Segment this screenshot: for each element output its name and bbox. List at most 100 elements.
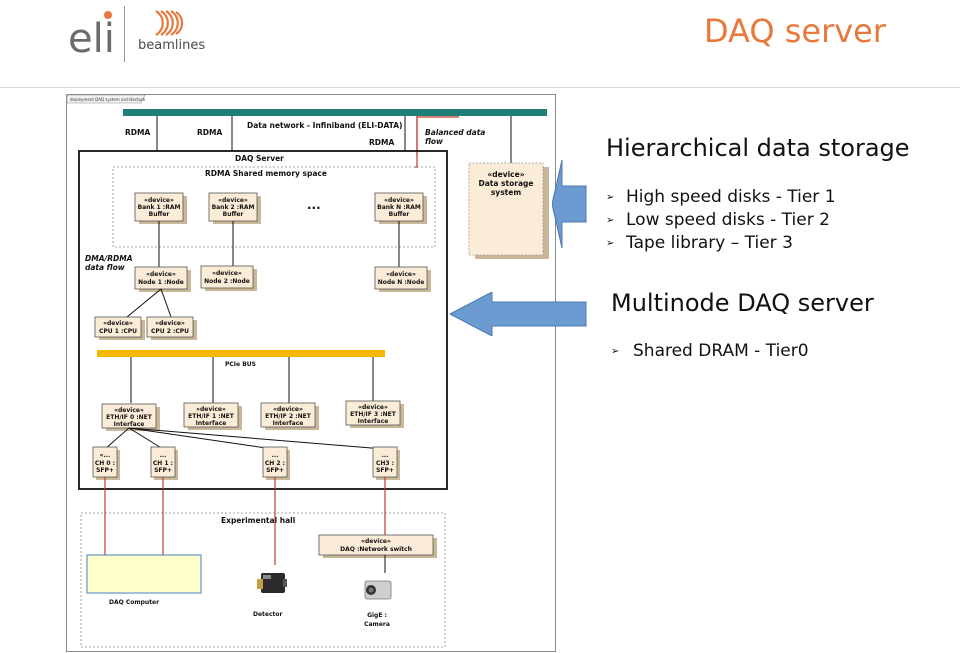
svg-text:«device»: «device» xyxy=(103,320,133,327)
list-item: ➢Tape library – Tier 3 xyxy=(606,233,793,253)
camera-label-1: GigE : xyxy=(367,612,387,619)
eli-logo-text: eli xyxy=(68,16,114,60)
svg-text:SFP+: SFP+ xyxy=(154,467,172,474)
frame-caption-tab xyxy=(67,95,146,104)
dma-flow-label-1: DMA/RDMA xyxy=(85,254,133,263)
arrow-left-icon xyxy=(552,160,587,248)
svg-text:SFP+: SFP+ xyxy=(266,467,284,474)
balanced-flow-label-1: Balanced data xyxy=(425,128,485,137)
shared-memory-label: RDMA Shared memory space xyxy=(205,169,327,178)
data-network-bar xyxy=(123,109,547,116)
shared-memory-area xyxy=(112,166,436,248)
svg-text:Bank 2 :RAM: Bank 2 :RAM xyxy=(212,204,255,211)
list-item: ➢High speed disks - Tier 1 xyxy=(606,187,836,207)
svg-text:...: ... xyxy=(382,452,389,459)
svg-text:ETH/IF 3 :NET: ETH/IF 3 :NET xyxy=(350,411,397,418)
svg-text:«device»: «device» xyxy=(361,538,391,545)
section-heading-storage: Hierarchical data storage xyxy=(606,134,910,162)
experimental-hall-label: Experimental hall xyxy=(221,516,295,525)
svg-text:«device»: «device» xyxy=(144,197,174,204)
bullet-arrow-icon: ➢ xyxy=(606,215,615,226)
architecture-diagram-svg: deployment DAQ system architecture Data … xyxy=(67,95,549,648)
pcie-bus-bar xyxy=(97,350,385,357)
eli-logo-dot xyxy=(104,11,112,19)
bullet-arrow-icon: ➢ xyxy=(606,238,615,249)
experimental-hall-area xyxy=(80,512,446,648)
beamlines-logo-text: beamlines xyxy=(138,38,206,53)
svg-text:«device»: «device» xyxy=(273,406,303,413)
svg-text:ETH/IF 2 :NET: ETH/IF 2 :NET xyxy=(265,413,312,420)
svg-text:Interface: Interface xyxy=(273,420,304,427)
data-network-label: Data network - Infiniband (ELI-DATA) xyxy=(247,121,402,130)
svg-text:CH3 :: CH3 : xyxy=(376,460,394,467)
camera-label-2: Camera xyxy=(364,621,390,628)
interface-1: «device» ETH/IF 1 :NET Interface xyxy=(183,402,242,430)
ellipsis: ... xyxy=(307,198,321,212)
dma-flow-label-2: data flow xyxy=(85,263,125,272)
cpu-2: «device» CPU 2 :CPU xyxy=(146,316,197,340)
svg-text:SFP+: SFP+ xyxy=(96,467,114,474)
ram-buffer-2: «device» Bank 2 :RAM Buffer xyxy=(208,192,261,224)
camera-icon xyxy=(364,580,392,600)
detector-label: Detector xyxy=(253,611,283,618)
svg-text:ETH/IF 1 :NET: ETH/IF 1 :NET xyxy=(188,413,235,420)
svg-text:SFP+: SFP+ xyxy=(376,467,394,474)
logo-divider xyxy=(124,6,125,62)
list-item: ➢Shared DRAM - Tier0 xyxy=(611,341,809,361)
frame-caption: deployment DAQ system architecture xyxy=(70,97,146,102)
svg-text:Buffer: Buffer xyxy=(389,211,410,218)
svg-text:Data storage: Data storage xyxy=(479,179,534,188)
architecture-diagram: deployment DAQ system architecture Data … xyxy=(66,94,556,652)
svg-text:«device»: «device» xyxy=(386,271,416,278)
svg-text:Interface: Interface xyxy=(196,420,227,427)
interface-3: «device» ETH/IF 3 :NET Interface xyxy=(345,400,404,428)
storage-tier-list: ➢High speed disks - Tier 1 ➢Low speed di… xyxy=(606,186,836,255)
eli-logo: eli xyxy=(68,11,114,60)
node-1: «device» Node 1 :Node xyxy=(134,266,191,292)
svg-text:...: ... xyxy=(160,452,167,459)
svg-text:«device»: «device» xyxy=(487,170,524,179)
rdma-label-1: RDMA xyxy=(125,128,150,137)
svg-text:«device»: «device» xyxy=(358,404,388,411)
beamlines-logo-icon xyxy=(155,10,184,36)
svg-text:«device»: «device» xyxy=(384,197,414,204)
svg-text:«device»: «device» xyxy=(196,406,226,413)
daq-computer-label: DAQ Computer xyxy=(109,599,159,606)
bullet-arrow-icon: ➢ xyxy=(611,346,620,357)
svg-text:Bank N :RAM: Bank N :RAM xyxy=(377,204,421,211)
arrow-left-icon xyxy=(450,292,587,336)
balanced-flow-label-2: flow xyxy=(425,137,443,146)
svg-text:CPU 1 :CPU: CPU 1 :CPU xyxy=(99,328,137,335)
svg-text:Node 1 :Node: Node 1 :Node xyxy=(138,279,184,286)
node-n: «device» Node N :Node xyxy=(374,266,431,292)
svg-text:«device»: «device» xyxy=(218,197,248,204)
network-switch-node: «device» DAQ :Network switch xyxy=(318,534,437,558)
rdma-label-3: RDMA xyxy=(369,138,394,147)
svg-text:«device»: «device» xyxy=(146,271,176,278)
page-title: DAQ server xyxy=(703,12,886,50)
daq-server-label: DAQ Server xyxy=(235,154,284,163)
svg-text:Node 2 :Node: Node 2 :Node xyxy=(204,278,250,285)
svg-text:Interface: Interface xyxy=(114,421,145,428)
ram-buffer-n: «device» Bank N :RAM Buffer xyxy=(374,192,427,224)
svg-text:«...: «... xyxy=(100,452,111,459)
daq-computer-box xyxy=(86,554,202,594)
svg-text:DAQ :Network switch: DAQ :Network switch xyxy=(340,546,412,553)
svg-text:CH 1 :: CH 1 : xyxy=(153,460,173,467)
data-storage-node: «device» Data storage system xyxy=(468,162,549,259)
svg-text:CH 2 :: CH 2 : xyxy=(265,460,285,467)
svg-text:system: system xyxy=(491,188,521,197)
svg-text:Buffer: Buffer xyxy=(223,211,244,218)
interface-0: «device» ETH/IF 0 :NET Interface xyxy=(101,403,160,431)
channel-3: ... CH3 : SFP+ xyxy=(372,446,400,480)
svg-text:«device»: «device» xyxy=(212,270,242,277)
channel-0: «... CH 0 : SFP+ xyxy=(92,446,120,480)
svg-text:«device»: «device» xyxy=(114,407,144,414)
list-item: ➢Low speed disks - Tier 2 xyxy=(606,210,830,230)
svg-text:...: ... xyxy=(272,452,279,459)
section-heading-server: Multinode DAQ server xyxy=(611,289,874,317)
svg-text:Bank 1 :RAM: Bank 1 :RAM xyxy=(138,204,181,211)
svg-text:ETH/IF 0 :NET: ETH/IF 0 :NET xyxy=(106,414,153,421)
svg-text:«device»: «device» xyxy=(155,320,185,327)
node-2: «device» Node 2 :Node xyxy=(200,265,257,291)
